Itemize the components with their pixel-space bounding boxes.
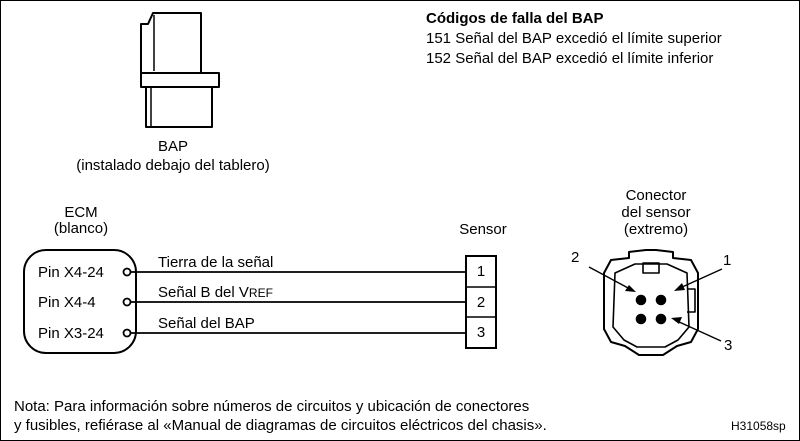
connector-callout-3: 3 <box>724 337 733 354</box>
connector-cavity-pin-1 <box>655 294 667 306</box>
ecm-pin-terminal-3 <box>122 328 132 338</box>
ecm-pin-terminal-1 <box>122 267 132 277</box>
figure-id: H31058sp <box>731 419 786 433</box>
callout-leader-2 <box>588 266 631 290</box>
bap-sensor-top <box>140 12 202 74</box>
ecm-pin-label-2: Pin X4-4 <box>38 294 96 311</box>
note-line-1: Nota: Para información sobre números de … <box>14 398 530 415</box>
ecm-pin-label-3: Pin X3-24 <box>38 325 104 342</box>
connector-callout-1: 1 <box>723 252 732 269</box>
bap-sensor-drawing <box>140 12 220 128</box>
sensor-label: Sensor <box>459 221 507 238</box>
connector-side-key <box>687 288 696 313</box>
connector-lock-tab <box>642 262 660 274</box>
ecm-pin-label-1: Pin X4-24 <box>38 264 104 281</box>
sensor-pin-2: 2 <box>476 294 486 311</box>
connector-callout-leaders <box>588 266 723 342</box>
connector-cavity-pin-2 <box>635 294 647 306</box>
connector-title-line-2: del sensor <box>621 204 691 221</box>
ecm-label: ECM <box>64 204 98 221</box>
callout-leader-1 <box>679 268 723 289</box>
sensor-pin-1: 1 <box>476 263 486 280</box>
ecm-connector-color: (blanco) <box>53 220 109 237</box>
wire-label-signal-ground: Tierra de la señal <box>158 254 274 271</box>
callout-leader-3 <box>676 320 722 342</box>
wire-label-vref-b-main: Señal B del V <box>158 284 249 301</box>
connector-outer-shell <box>603 249 699 356</box>
connector-cavity-aux <box>635 313 647 325</box>
wire-label-bap-signal: Señal del BAP <box>158 315 255 332</box>
connector-callout-2: 2 <box>571 249 580 266</box>
bap-install-location: (instalado debajo del tablero) <box>76 157 270 174</box>
bap-sensor-body <box>145 86 213 128</box>
sensor-terminal-block <box>465 255 497 349</box>
callout-arrow-3 <box>671 317 682 324</box>
fault-code-151: 151 Señal del BAP excedió el límite supe… <box>426 30 722 47</box>
connector-inner-shell <box>612 263 690 348</box>
connector-end-view <box>603 249 699 356</box>
note-line-2: y fusibles, refiérase al «Manual de diag… <box>14 417 547 434</box>
callout-arrow-1 <box>674 283 685 291</box>
sensor-pin-3: 3 <box>476 324 486 341</box>
callout-arrow-2 <box>625 285 636 292</box>
fault-codes-title: Códigos de falla del BAP <box>426 10 604 27</box>
wire-label-vref-b: Señal B del VREF <box>158 284 273 302</box>
connector-title-line-1: Conector <box>625 187 687 204</box>
connector-title-line-3: (extremo) <box>623 221 689 238</box>
connector-cavity-pin-3 <box>655 313 667 325</box>
wire-label-vref-b-sub: REF <box>248 286 273 300</box>
ecm-pin-terminal-2 <box>122 297 132 307</box>
fault-code-152: 152 Señal del BAP excedió el límite infe… <box>426 50 714 67</box>
bap-sensor-flange <box>140 72 220 88</box>
bap-label: BAP <box>157 138 189 155</box>
